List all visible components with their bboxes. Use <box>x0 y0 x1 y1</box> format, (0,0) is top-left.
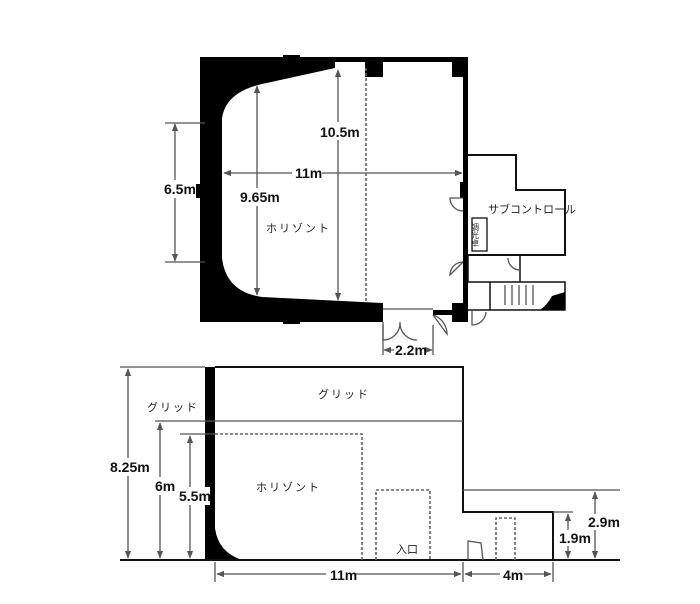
label-dimmer: 調光卓 <box>471 222 480 248</box>
horizon-wall <box>200 57 383 322</box>
label-grid-outer: グリッド <box>147 400 199 414</box>
dim-total-height: 8.25m <box>110 459 150 475</box>
dim-grid-height: 6m <box>155 478 175 494</box>
dim-depth-horizon: 9.65m <box>240 189 280 205</box>
entrance-outline <box>375 489 431 560</box>
dim-door: 2.2m <box>395 342 427 358</box>
stairs <box>504 285 534 305</box>
column <box>452 303 468 322</box>
stair-corner <box>540 292 565 310</box>
dimmer-desk <box>471 217 488 252</box>
annex-door-outline <box>495 517 516 560</box>
label-sub-control: サブコントロール <box>488 202 576 216</box>
side-door[interactable] <box>449 197 464 212</box>
section-view: 8.25m 6m 5.5m 11m 4m 2.9m 1.9m グリッド グリッド… <box>108 366 620 583</box>
horizon-wall-section <box>205 367 242 560</box>
annex-object <box>467 540 484 561</box>
column <box>365 57 383 77</box>
dim-width-section: 11m <box>330 567 357 583</box>
sub-control-room <box>468 154 566 256</box>
dim-side: 6.5m <box>164 181 196 197</box>
label-horizon-section: ホリゾント <box>256 481 321 494</box>
dim-depth-center: 10.5m <box>320 124 360 140</box>
label-entrance: 入口 <box>396 543 418 556</box>
dim-width: 11m <box>295 165 322 181</box>
column <box>460 182 468 198</box>
column <box>283 55 300 61</box>
dim-horizon-height: 5.5m <box>179 488 211 504</box>
annex-rooms <box>467 255 566 311</box>
label-grid-inner: グリッド <box>318 387 370 401</box>
column <box>283 318 300 324</box>
label-horizon: ホリゾント <box>266 222 331 235</box>
annex-door[interactable] <box>471 257 521 326</box>
horizon-outline <box>215 433 363 560</box>
side-door[interactable] <box>449 261 464 277</box>
column <box>196 184 202 198</box>
wall-top-right <box>335 57 468 62</box>
wall-bottom-short <box>433 310 452 315</box>
dim-annex-width: 4m <box>503 567 523 583</box>
building-outline <box>215 366 554 560</box>
dim-annex-outer: 2.9m <box>588 514 620 530</box>
floor-plan: 10.5m 11m 9.65m 6.5m 2.2m ホリゾント サブコントロール… <box>162 55 576 358</box>
main-door[interactable] <box>382 314 448 341</box>
dim-annex-inner: 1.9m <box>559 530 591 546</box>
